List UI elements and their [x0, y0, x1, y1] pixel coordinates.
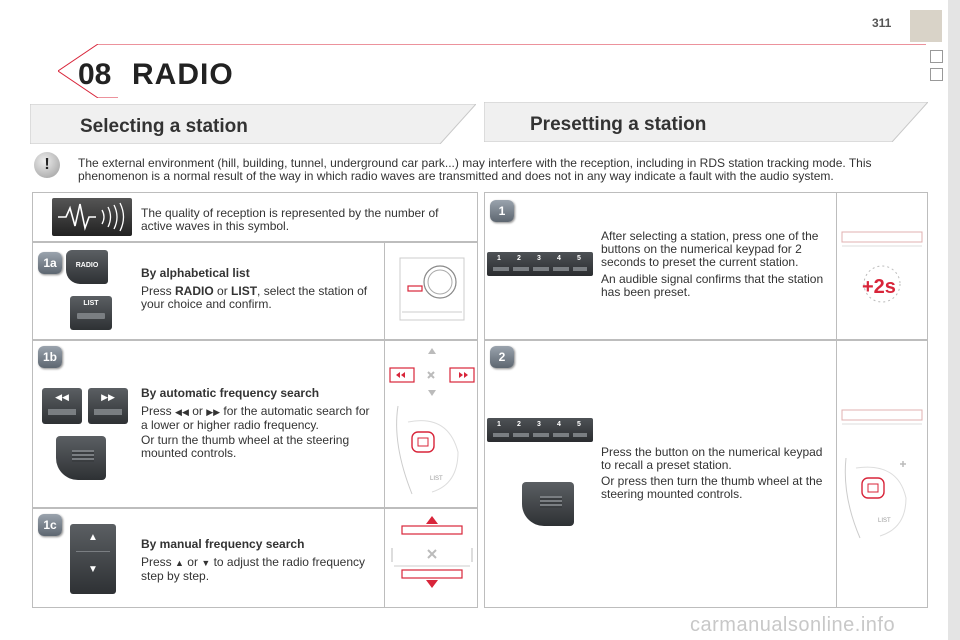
thumb-wheel-control-2[interactable] — [522, 482, 574, 526]
panel-step-2 — [484, 340, 928, 608]
manual-search-buttons: ▲ ▼ — [70, 524, 116, 594]
section-title-selecting: Selecting a station — [80, 116, 248, 137]
keypad-key-1[interactable]: 1 — [497, 255, 501, 262]
preset-keypad-illustration — [841, 231, 923, 303]
corner-tab — [910, 10, 942, 42]
down-arrow-button[interactable]: ▼ — [88, 564, 98, 575]
side-strip — [948, 0, 960, 640]
reception-text: The quality of reception is represented … — [141, 206, 439, 233]
seek-back-button[interactable]: ◀◀ — [42, 388, 82, 424]
rewind-icon: ◀◀ — [175, 407, 189, 417]
radio-button[interactable]: RADIO — [66, 250, 108, 284]
step-badge-2: 2 — [490, 346, 514, 368]
divider-1c — [384, 508, 385, 608]
text-recall-2: Or press then turn the thumb wheel at th… — [601, 474, 823, 501]
audio-unit-illustration — [399, 257, 465, 321]
up-arrow-icon: ▲ — [175, 558, 184, 568]
up-arrow-button[interactable]: ▲ — [88, 532, 98, 543]
fast-forward-icon: ▶▶ — [206, 407, 221, 417]
keypad-key-5[interactable]: 5 — [577, 421, 581, 428]
divider-1b — [384, 340, 385, 508]
side-box-2 — [930, 68, 943, 81]
wheel-list-label-2: LIST — [878, 518, 891, 524]
keypad-key-5[interactable]: 5 — [577, 255, 581, 262]
side-box-1 — [930, 50, 943, 63]
keypad-key-3[interactable]: 3 — [537, 421, 541, 428]
page-number: 311 — [872, 16, 892, 30]
watermark: carmanualsonline.info — [690, 614, 896, 636]
heading-alphabetical-list: By alphabetical list — [141, 266, 250, 280]
text-auto-search: Press ◀◀ or ▶▶ for the automatic search … — [141, 404, 370, 432]
text-thumb-wheel: Or turn the thumb wheel at the steering … — [141, 433, 350, 460]
keypad-key-2[interactable]: 2 — [517, 421, 521, 428]
heading-manual-search: By manual frequency search — [141, 537, 305, 551]
text-preset-1: After selecting a station, press one of … — [601, 229, 819, 269]
section-header-frame-right — [484, 102, 928, 142]
manual-search-illustration — [391, 516, 473, 588]
rewind-icon: ◀◀ — [55, 392, 69, 402]
chapter-title: RADIO — [132, 58, 234, 91]
seek-forward-button[interactable]: ▶▶ — [88, 388, 128, 424]
radio-button-label: RADIO — [75, 262, 99, 269]
text-recall-1: Press the button on the numerical keypad… — [601, 445, 823, 472]
reception-icon — [52, 198, 132, 236]
hold-duration-label: +2s — [862, 276, 896, 298]
keypad-key-2[interactable]: 2 — [517, 255, 521, 262]
text-preset-2: An audible signal confirms that the stat… — [601, 272, 824, 299]
section-title-presetting: Presetting a station — [530, 114, 707, 135]
step-badge-1a: 1a — [38, 252, 62, 274]
warning-text: The external environment (hill, building… — [78, 156, 872, 183]
heading-auto-search: By automatic frequency search — [141, 386, 320, 400]
step-badge-1b: 1b — [38, 346, 62, 368]
step-badge-1c: 1c — [38, 514, 62, 536]
fast-forward-icon: ▶▶ — [101, 392, 115, 402]
steering-controls-illustration: LIST — [389, 348, 475, 495]
list-button[interactable]: LIST — [70, 296, 112, 330]
keypad-key-4[interactable]: 4 — [557, 421, 561, 428]
thumb-wheel-control[interactable] — [56, 436, 106, 480]
panel-step-1b — [32, 340, 478, 508]
list-keyword: LIST — [231, 284, 258, 298]
chapter-header-frame — [58, 44, 926, 98]
radio-keyword: RADIO — [175, 284, 214, 298]
preset-keypad-1: 1 2 3 4 5 — [487, 252, 593, 276]
down-arrow-icon: ▼ — [201, 558, 211, 568]
text-alphabetical-list: Press RADIO or LIST, select the station … — [141, 284, 368, 311]
keypad-key-4[interactable]: 4 — [557, 255, 561, 262]
divider-2 — [836, 340, 837, 608]
text-manual-search: Press ▲ or ▼ to adjust the radio frequen… — [141, 555, 366, 583]
wheel-list-label: LIST — [430, 476, 443, 482]
step-badge-1: 1 — [490, 200, 514, 222]
section-header-frame-left — [30, 104, 476, 144]
keypad-key-3[interactable]: 3 — [537, 255, 541, 262]
preset-keypad-2: 1 2 3 4 5 — [487, 418, 593, 442]
chapter-number: 08 — [78, 58, 112, 91]
list-button-label: LIST — [83, 300, 99, 307]
recall-illustration: LIST — [841, 409, 923, 539]
warning-icon: ! — [34, 152, 60, 178]
divider-1a — [384, 242, 385, 340]
keypad-key-1[interactable]: 1 — [497, 421, 501, 428]
divider-1 — [836, 192, 837, 340]
